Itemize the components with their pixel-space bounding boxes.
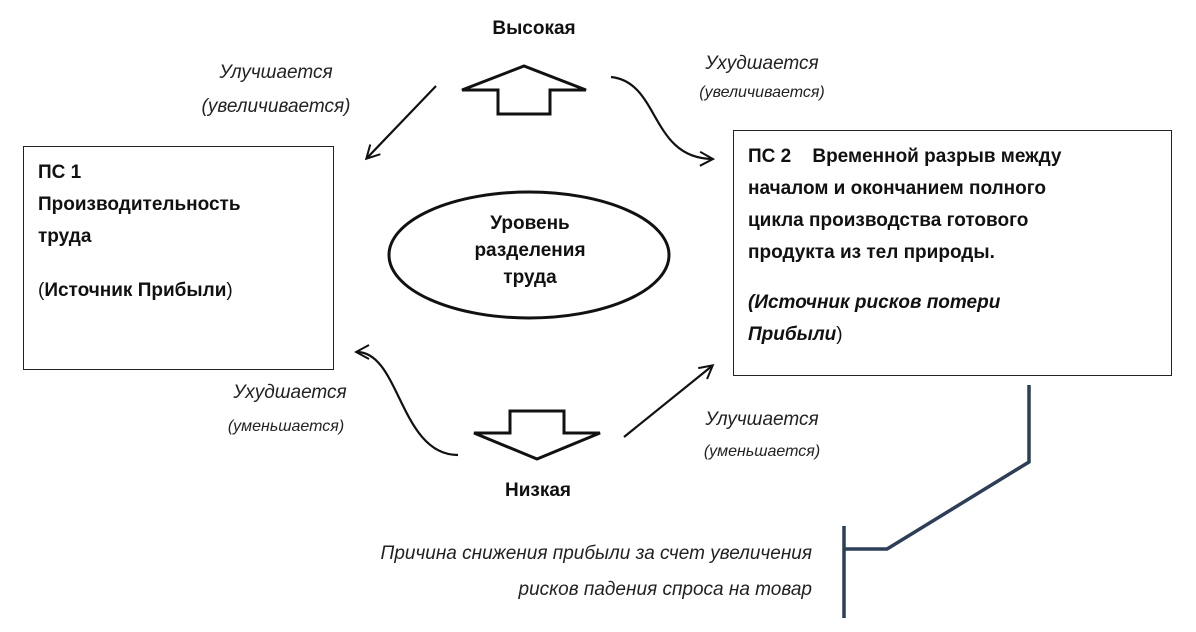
ps2-source-line-1: (Источник рисков потери (748, 292, 1001, 313)
top-right-label-main: Ухудшается (705, 53, 819, 74)
bottom-left-label-sub: (уменьшается) (227, 418, 345, 435)
level-high-label: Высокая (492, 18, 576, 39)
arrow-bottom-left (357, 352, 459, 457)
up-block-arrow (461, 64, 587, 116)
center-ellipse (387, 190, 671, 320)
ps1-name-line-2: труда (38, 226, 92, 247)
bottom-right-label-sub: (уменьшается) (703, 443, 821, 460)
ps2-box: ПС 2 Временной разрыв между началом и ок… (733, 130, 1172, 376)
ps2-name-line-1: Временной разрыв между (812, 146, 1062, 167)
ps1-source-open: ( (38, 280, 45, 301)
ps2-title: ПС 2 (748, 146, 792, 167)
top-right-label-sub: (увеличивается) (699, 84, 825, 101)
center-line-2: разделения (474, 240, 586, 261)
center-line-3: труда (503, 267, 557, 288)
top-left-label-main: Улучшается (219, 62, 333, 83)
ps1-source-close: ) (226, 280, 233, 301)
ps2-name-line-4: продукта из тел природы. (748, 242, 995, 263)
ps1-name-line-1: Производительность (38, 194, 241, 215)
ps1-title: ПС 1 (38, 162, 82, 183)
ps2-source-line-2: Прибыли (748, 324, 837, 345)
ps1-source-text: Источник Прибыли (44, 280, 227, 301)
bottom-right-label-main: Улучшается (705, 409, 819, 430)
bottom-left-label-main: Ухудшается (233, 382, 347, 403)
down-block-arrow (473, 409, 601, 461)
ps2-name-line-3: цикла производства готового (748, 210, 1029, 231)
reason-line-2: рисков падения спроса на товар (518, 579, 812, 600)
reason-line-1: Причина снижения прибыли за счет увеличе… (380, 543, 812, 564)
ps1-source: (Источник Прибыли) (38, 275, 319, 307)
top-left-label-sub: (увеличивается) (201, 96, 351, 117)
ps2-name-line-2: началом и окончанием полного (748, 178, 1047, 199)
arrow-bottom-right (623, 366, 712, 438)
center-label: Уровень разделения труда (430, 210, 630, 291)
level-low-label: Низкая (504, 480, 571, 501)
ps2-title-line: ПС 2 Временной разрыв между (748, 141, 1157, 173)
arrow-top-right (610, 75, 712, 159)
center-line-1: Уровень (490, 213, 570, 234)
ps1-box: ПС 1 Производительность труда (Источник … (23, 146, 334, 370)
reason-bracket-line (844, 385, 1031, 551)
ps2-source-line-2-wrap: Прибыли) (748, 319, 1157, 351)
ps2-source-close: ) (836, 324, 843, 345)
arrow-top-left (367, 85, 437, 158)
